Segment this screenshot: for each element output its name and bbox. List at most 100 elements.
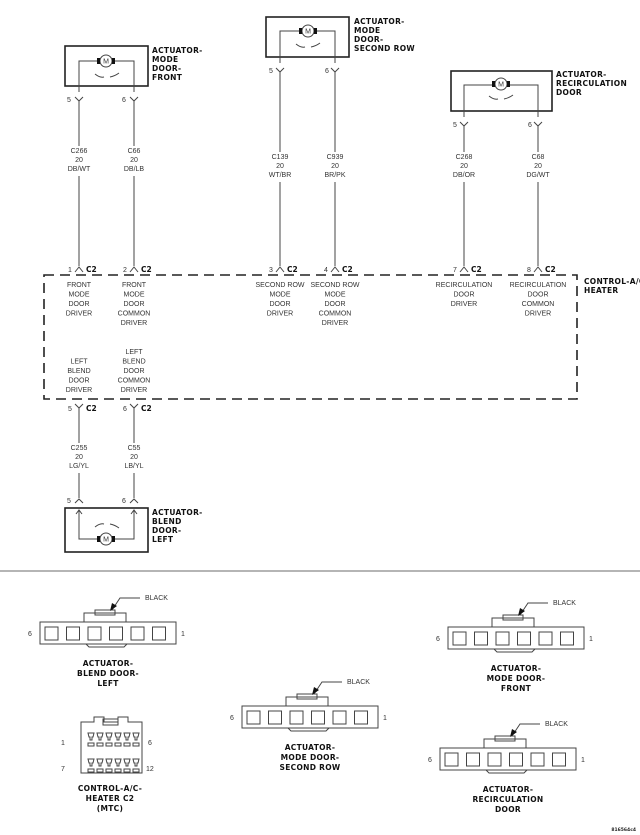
motor-wiring — [78, 510, 135, 540]
pin-number: 5 — [269, 68, 273, 75]
circuit-id: C268 — [456, 154, 473, 161]
pin-cavity — [246, 710, 261, 725]
pin-cavity — [96, 758, 104, 767]
motor-wiring — [279, 30, 336, 63]
controller-function-label: FRONT — [67, 282, 92, 289]
controller-function-label: DRIVER — [322, 320, 348, 327]
pin-cavity — [268, 710, 282, 725]
actuator-recirculation-door: M ACTUATOR- RECIRCULATION DOOR 5 6 — [450, 70, 627, 129]
actuator-title-line: DOOR- — [354, 35, 383, 44]
wire-gauge: 20 — [534, 163, 542, 170]
wire-color: DG/WT — [526, 172, 550, 179]
pin-cavity — [444, 752, 459, 767]
pin-number: 12 — [146, 766, 154, 773]
motor-label: M — [498, 82, 504, 89]
actuator-title-line: DOOR- — [152, 64, 181, 73]
pin-cavity — [152, 626, 166, 641]
circuit-id: C139 — [272, 154, 289, 161]
actuator-mode-door-second-row: M ACTUATOR- MODE DOOR- SECOND ROW 5 6 — [265, 16, 415, 75]
pin-cavity — [495, 631, 510, 646]
controller-function-label: DRIVER — [121, 387, 147, 394]
pin-cavity — [560, 631, 574, 646]
pin-cavity — [114, 732, 122, 741]
pin-number: 2 — [123, 267, 127, 274]
pin-cavity — [87, 626, 102, 641]
pin-cavity — [130, 626, 145, 641]
pin-number: 1 — [68, 267, 72, 274]
pin-cavity — [114, 758, 122, 767]
connector-label-line: BLEND DOOR- — [77, 669, 139, 678]
wire-color: LG/YL — [69, 463, 89, 470]
rotation-arrows-icon — [295, 42, 321, 48]
rotation-arrows-icon — [94, 72, 120, 78]
controller-function-label: DOOR — [528, 292, 549, 299]
pin-cavity — [354, 710, 368, 725]
wire-label-c139: C139 20 WT/BR — [269, 154, 292, 179]
pin-cavity — [87, 732, 95, 741]
actuator-title-line: FRONT — [152, 73, 183, 82]
pin-cavity — [311, 710, 325, 725]
wire-gauge: 20 — [460, 163, 468, 170]
pin-number: 7 — [453, 267, 457, 274]
pin-cavity — [123, 758, 131, 767]
connector-color: BLACK — [145, 595, 168, 602]
arrow-icon — [312, 687, 319, 695]
pin-cavity — [132, 758, 140, 767]
circuit-id: C255 — [71, 445, 88, 452]
controller-function-labels: FRONTMODEDOORDRIVERFRONTMODEDOORCOMMONDR… — [66, 282, 567, 394]
pin-number: 6 — [28, 631, 32, 638]
connector-label-line: LEFT — [97, 679, 119, 688]
wire-color: DB/LB — [124, 166, 145, 173]
controller-function-label: MODE — [69, 292, 90, 299]
pin-cavity — [105, 732, 113, 741]
pin-number: 6 — [148, 740, 152, 747]
controller-function-label: DOOR — [454, 292, 475, 299]
pin-cavity — [452, 631, 467, 646]
controller-function-label: RECIRCULATION — [436, 282, 493, 289]
connector-id: C2 — [86, 404, 97, 413]
motor-label: M — [305, 29, 311, 36]
connector-label-line: SECOND ROW — [280, 763, 341, 772]
actuator-housing — [64, 507, 149, 553]
pin-number: 6 — [122, 97, 126, 104]
wire-color: DB/OR — [453, 172, 475, 179]
circuit-id: C66 — [128, 148, 141, 155]
controller-function-label: DRIVER — [121, 320, 147, 327]
rotation-arrows-icon — [488, 94, 514, 100]
controller-function-label: COMMON — [319, 311, 352, 318]
wire-gauge: 20 — [331, 163, 339, 170]
pin-number: 6 — [436, 636, 440, 643]
actuator-title-line: ACTUATOR- — [556, 70, 607, 79]
controller-outline — [43, 274, 578, 400]
controller-function-label: RECIRCULATION — [510, 282, 567, 289]
pin-cavity — [132, 732, 140, 741]
connector-label-line: ACTUATOR- — [83, 659, 134, 668]
wire-label-c255: C255 20 LG/YL — [69, 445, 89, 470]
pin-cavity — [87, 758, 95, 767]
pin-number: 5 — [67, 498, 71, 505]
connector-color: BLACK — [545, 721, 568, 728]
pin-cavity — [474, 631, 488, 646]
actuator-title-line: ACTUATOR- — [152, 508, 203, 517]
connector-body — [241, 705, 379, 729]
pin-cavity — [517, 631, 531, 646]
arrow-icon — [510, 729, 517, 737]
connector-id: C2 — [342, 265, 353, 274]
controller-title-line: CONTROL-A/C- — [584, 277, 640, 286]
rotation-arrows-icon — [94, 523, 120, 529]
wire-label-c68: C68 20 DG/WT — [526, 154, 550, 179]
connector-id: C2 — [287, 265, 298, 274]
pin-cavity — [538, 631, 553, 646]
wire-runs-top — [78, 77, 539, 266]
actuator-title-line: BLEND — [152, 517, 182, 526]
connector-body — [439, 747, 577, 771]
controller-function-label: MODE — [124, 292, 145, 299]
wire-label-c55: C55 20 LB/YL — [124, 445, 143, 470]
controller-function-label: DOOR — [124, 368, 145, 375]
pin-number: 1 — [581, 757, 585, 764]
actuator-title-line: ACTUATOR- — [152, 46, 203, 55]
actuator-title-line: SECOND ROW — [354, 44, 415, 53]
